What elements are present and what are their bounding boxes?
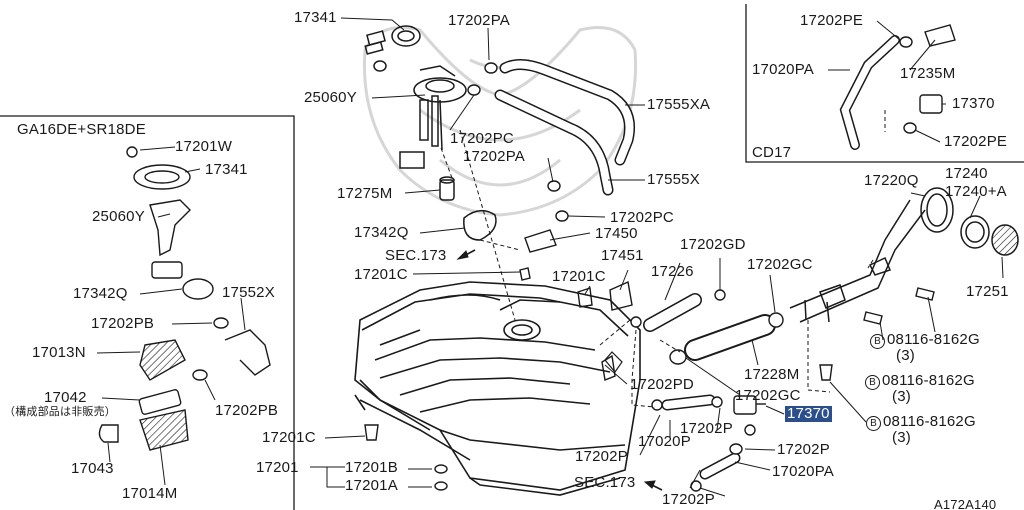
cd17-part-17370: 17370 (952, 95, 995, 112)
fuel-tank (354, 281, 641, 496)
brackets (519, 229, 633, 381)
part-17202pc-top: 17202PC (450, 130, 514, 147)
inset-part-25060y: 25060Y (92, 208, 145, 225)
part-17370-highlighted[interactable]: 17370 (785, 405, 832, 422)
dashed-lines (440, 110, 886, 408)
fuel-pump-assembly (364, 25, 497, 241)
inset-border-cd17 (745, 4, 1024, 163)
part-17202gc-top: 17202GC (747, 256, 813, 273)
inset-part-17552x: 17552X (222, 284, 275, 301)
part-17202pc-mid: 17202PC (610, 209, 674, 226)
part-17201c-mid: 17201C (552, 268, 606, 285)
part-17450: 17450 (595, 225, 638, 242)
part-17226: 17226 (651, 263, 694, 280)
part-17275m: 17275M (337, 185, 393, 202)
filler-neck (789, 187, 1019, 323)
part-17202p-a: 17202P (680, 420, 733, 437)
part-17251: 17251 (966, 283, 1009, 300)
part-17342q: 17342Q (354, 224, 409, 241)
part-17201: 17201 (256, 459, 299, 476)
bolt-qty-3: (3) (892, 429, 911, 446)
bolt-part-1: 08116-8162G (887, 331, 980, 348)
bolt-qty-2: (3) (892, 388, 911, 405)
bolt-part-3: 08116-8162G (883, 413, 976, 430)
part-17020p: 17020P (638, 433, 691, 450)
part-17228m: 17228M (744, 366, 800, 383)
hoses (494, 59, 776, 480)
inset-variant-title: GA16DE+SR18DE (17, 121, 146, 138)
inset-cd17-parts (839, 24, 956, 150)
part-17201c-bot: 17201C (262, 429, 316, 446)
part-17220q: 17220Q (864, 172, 919, 189)
part-25060y: 25060Y (304, 89, 357, 106)
inset-border-left (0, 115, 295, 510)
part-17202pa-mid: 17202PA (463, 148, 526, 165)
bolt-qty-1: (3) (896, 347, 915, 364)
diagram-code: A172A140 (934, 497, 997, 510)
sec-arrows (456, 249, 663, 491)
part-17240a: 17240+A (945, 183, 1007, 200)
inset-part-17201w: 17201W (175, 138, 233, 155)
part-17451: 17451 (601, 247, 644, 264)
bolts (364, 287, 935, 491)
part-17240: 17240 (945, 165, 988, 182)
part-17020pa-main: 17020PA (772, 463, 835, 480)
part-17202gd: 17202GD (680, 236, 746, 253)
bolt-mark-2: B (865, 375, 880, 390)
cd17-part-17202pe-b: 17202PE (944, 133, 1008, 150)
cd17-title: CD17 (752, 144, 792, 161)
part-17202pd: 17202PD (630, 376, 694, 393)
part-17201a: 17201A (345, 477, 398, 494)
part-17202pa-top: 17202PA (448, 12, 511, 29)
sec-173-ref-bot: SEC.173 (574, 474, 636, 491)
cd17-part-17235m: 17235M (900, 65, 956, 82)
part-17555xa: 17555XA (647, 96, 711, 113)
inset-note-not-sold: （構成部品は非販売） (4, 406, 116, 418)
part-17341: 17341 (294, 9, 337, 26)
part-17202p-c: 17202P (575, 448, 628, 465)
bolt-mark-3: B (866, 416, 881, 431)
inset-part-17013n: 17013N (32, 344, 86, 361)
bolt-part-2: 08116-8162G (882, 372, 975, 389)
inset-part-17042: 17042 (44, 389, 87, 406)
inset-part-17202pb-a: 17202PB (91, 315, 155, 332)
part-17202p-b: 17202P (777, 441, 830, 458)
bolt-mark-1: B (870, 334, 885, 349)
leader-lines (96, 17, 1004, 497)
part-17201b: 17201B (345, 459, 398, 476)
inset-part-17342q: 17342Q (73, 285, 128, 302)
inset-part-17014m: 17014M (122, 485, 178, 502)
inset-part-17043: 17043 (71, 460, 114, 477)
watermark-emblem (362, 26, 638, 217)
cd17-part-17020pa: 17020PA (752, 61, 815, 78)
check-valve (733, 395, 766, 415)
part-17202gc-bot: 17202GC (735, 387, 801, 404)
sec-173-ref-mid: SEC.173 (385, 247, 447, 264)
inset-part-17341: 17341 (205, 161, 248, 178)
inset-part-17202pb-b: 17202PB (215, 402, 279, 419)
part-17555x: 17555X (647, 171, 700, 188)
inset-left-parts (98, 146, 271, 451)
part-17202p-d: 17202P (662, 491, 715, 508)
part-17201c-left: 17201C (354, 266, 408, 283)
cd17-part-17202pe-a: 17202PE (800, 12, 864, 29)
